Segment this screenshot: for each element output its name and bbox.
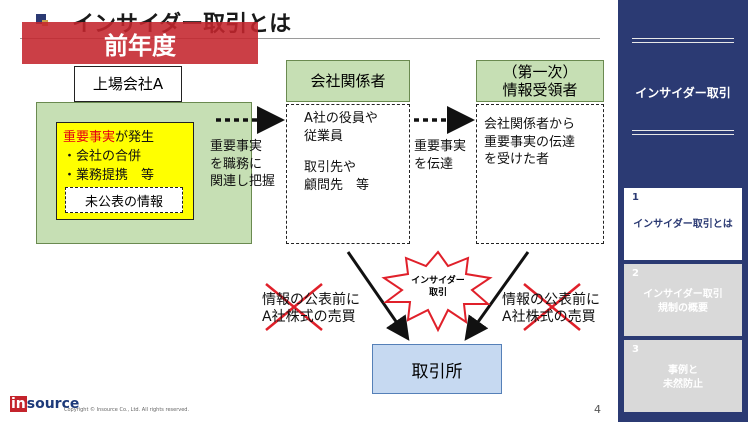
- stock-exchange-box: 取引所: [372, 344, 502, 394]
- nav-title: インサイダー取引: [635, 86, 731, 100]
- recipients-box: [476, 104, 604, 244]
- unpublished-info-box: 未公表の情報: [65, 187, 183, 213]
- arrow1-label-line: を職務に: [210, 156, 263, 172]
- insiders-line: 顧問先 等: [304, 177, 370, 193]
- arrow-down-right-icon: [346, 251, 410, 341]
- logo-rest: source: [26, 396, 80, 412]
- nav-item-label-line: 事例と: [668, 365, 698, 376]
- recipients-header: （第一次） 情報受領者: [476, 60, 604, 102]
- cross-out-icon: [265, 283, 323, 331]
- burst-label-line: 取引: [428, 287, 447, 298]
- insiders-box: [286, 104, 410, 244]
- recipients-line: を受けた者: [484, 152, 550, 168]
- recipients-line: 会社関係者から: [484, 117, 576, 132]
- logo-prefix: in: [10, 396, 27, 412]
- burst-label: インサイダー 取引: [406, 276, 470, 299]
- left-crossed-trade-text: 情報の公表前に A社株式の売買: [262, 292, 360, 326]
- nav-item-section-2[interactable]: 2 インサイダー取引 規制の概要: [624, 264, 742, 336]
- arrow1-label-line: 重要事実: [210, 139, 263, 154]
- nav-item-number: 1: [632, 192, 639, 203]
- recipients-line: 重要事実の伝達: [484, 134, 576, 150]
- nav-divider: [632, 42, 734, 43]
- burst-label-line: インサイダー: [411, 276, 465, 286]
- nav-item-section-3[interactable]: 3 事例と 未然防止: [624, 340, 742, 412]
- alliance-item: ・業務提携 等: [63, 168, 155, 183]
- material-fact-line: 重要事実が発生: [63, 126, 154, 145]
- company-header: 上場会社A: [74, 66, 182, 102]
- arrow2-label-line: 重要事実: [414, 139, 467, 154]
- insource-logo: insource: [10, 396, 79, 412]
- cross-out-icon: [523, 283, 581, 331]
- crossed-line: A社株式の売買: [262, 308, 356, 325]
- insiders-header: 会社関係者: [286, 60, 410, 102]
- recipients-header-line: 情報受領者: [502, 81, 578, 99]
- nav-item-number: 2: [632, 268, 639, 279]
- diagram-arrows: [216, 106, 581, 341]
- insiders-line: 取引先や: [304, 160, 357, 176]
- title-bullet-icon: [36, 14, 46, 24]
- nav-divider: [632, 38, 734, 39]
- material-fact-box: 重要事実が発生 ・会社の合併 ・業務提携 等 未公表の情報: [56, 122, 194, 220]
- nav-item-number: 3: [632, 344, 639, 355]
- copyright-text: Copyright © Insource Co., Ltd. All right…: [64, 407, 190, 413]
- arrow1-label: 重要事実 を職務に 関連し把握: [210, 138, 275, 191]
- crossed-line: 情報の公表前に: [262, 292, 360, 308]
- insiders-line: 従業員: [304, 128, 344, 144]
- recipients-header-line: （第一次）: [502, 63, 578, 81]
- nav-divider: [632, 134, 734, 135]
- insiders-line: A社の役員や: [304, 111, 378, 126]
- insiders-text: A社の役員や 従業員 取引先や 顧問先 等: [304, 110, 378, 194]
- nav-item-label-line: 規制の概要: [658, 302, 708, 314]
- slide: インサイダー取引とは 前年度 上場会社A 重要事実が発生 ・会社の合併 ・業務提…: [10, 12, 604, 416]
- arrow1-label-line: 関連し把握: [210, 174, 276, 190]
- nav-item-label-line: 未然防止: [663, 378, 703, 390]
- crossed-line: A社株式の売買: [502, 308, 596, 325]
- material-fact-rest: が発生: [115, 130, 155, 145]
- banner-label: 前年度: [22, 22, 258, 64]
- nav-item-label-line: インサイダー取引: [643, 289, 723, 300]
- right-crossed-trade-text: 情報の公表前に A社株式の売買: [502, 292, 600, 326]
- nav-item-section-1[interactable]: 1 インサイダー取引とは: [624, 188, 742, 260]
- material-fact-keyword: 重要事実: [63, 130, 116, 145]
- nav-divider: [632, 130, 734, 131]
- nav-item-label: 事例と 未然防止: [624, 364, 742, 391]
- nav-item-label: インサイダー取引とは: [633, 219, 733, 230]
- recipients-text: 会社関係者から 重要事実の伝達 を受けた者: [484, 116, 575, 169]
- explosion-burst-icon: [381, 250, 493, 333]
- arrow-down-left-icon: [464, 251, 530, 341]
- title-divider: [20, 38, 600, 39]
- page-number: 4: [594, 403, 601, 416]
- arrow2-label: 重要事実 を伝達: [414, 138, 466, 173]
- arrow2-label-line: を伝達: [414, 156, 454, 172]
- crossed-line: 情報の公表前に: [502, 292, 600, 308]
- nav-item-label: インサイダー取引 規制の概要: [624, 288, 742, 315]
- merger-item: ・会社の合併: [63, 149, 142, 164]
